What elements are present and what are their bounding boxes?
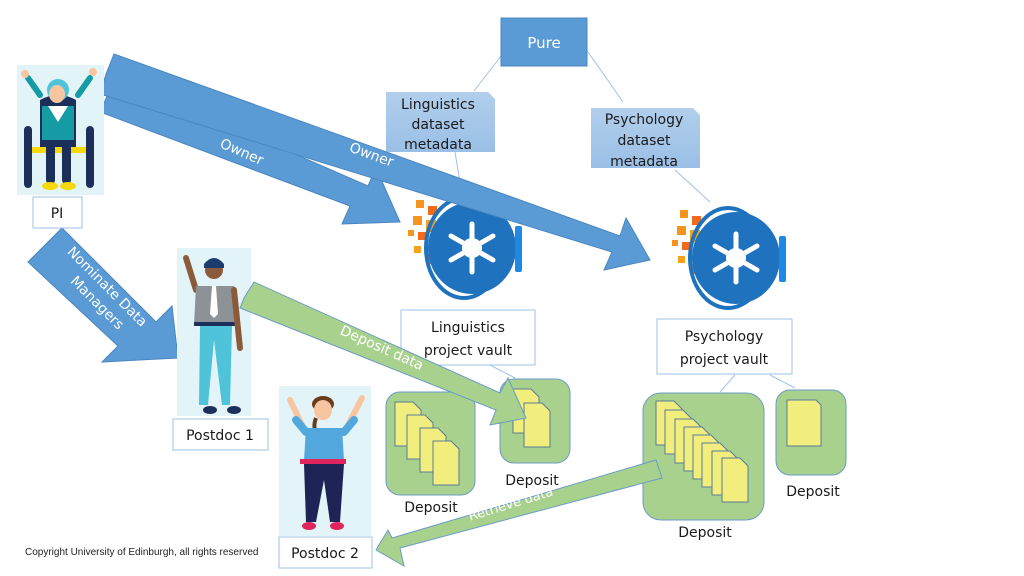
pi-label: PI — [51, 206, 64, 222]
copyright-text: Copyright University of Edinburgh, all r… — [25, 547, 258, 558]
psy-deposit-2-label: Deposit — [786, 484, 840, 500]
psychology-vault-icon[interactable] — [672, 208, 786, 308]
ling-deposit-1-label: Deposit — [404, 500, 458, 516]
ling-deposit-1[interactable]: Deposit — [385, 391, 476, 516]
postdoc2-label: Postdoc 2 — [291, 546, 359, 562]
psychology-vault-line1: Psychology — [685, 329, 764, 345]
ling-deposit-2-label: Deposit — [505, 473, 559, 489]
postdoc1-label-box: Postdoc 1 — [172, 418, 269, 451]
linguistics-metadata-line3: metadata — [404, 137, 472, 153]
psychology-vault-line2: project vault — [680, 352, 769, 368]
postdoc2-label-box: Postdoc 2 — [278, 536, 373, 569]
linguistics-metadata-line1: Linguistics — [401, 97, 475, 113]
psychology-vault-label-box: Psychology project vault — [656, 318, 793, 375]
psychology-metadata-line3: metadata — [610, 154, 678, 170]
connector-lines — [454, 51, 796, 393]
nominate-arrow[interactable]: Nominate Data Managers — [27, 227, 179, 363]
pi-label-box: PI — [32, 196, 83, 229]
pi-figure[interactable] — [17, 65, 104, 195]
linguistics-vault-label-box: Linguistics project vault — [400, 309, 536, 366]
postdoc1-label: Postdoc 1 — [186, 428, 254, 444]
linguistics-vault-line2: project vault — [424, 343, 513, 359]
pure-node[interactable]: Pure — [500, 17, 588, 67]
pure-label: Pure — [527, 34, 560, 52]
psy-deposit-1-label: Deposit — [678, 525, 732, 541]
postdoc2-figure[interactable] — [279, 386, 371, 536]
owner-arrow-2[interactable]: Owner — [99, 53, 651, 271]
linguistics-metadata-node[interactable]: Linguistics dataset metadata — [386, 92, 495, 153]
psy-deposit-1[interactable]: Deposit — [642, 392, 765, 541]
linguistics-vault-line1: Linguistics — [431, 320, 505, 336]
psychology-metadata-line2: dataset — [618, 133, 671, 149]
psy-deposit-2[interactable]: Deposit — [775, 389, 847, 500]
linguistics-metadata-line2: dataset — [412, 117, 465, 133]
postdoc1-figure[interactable] — [177, 248, 251, 416]
psychology-metadata-line1: Psychology — [605, 112, 684, 128]
psychology-metadata-node[interactable]: Psychology dataset metadata — [591, 108, 700, 170]
